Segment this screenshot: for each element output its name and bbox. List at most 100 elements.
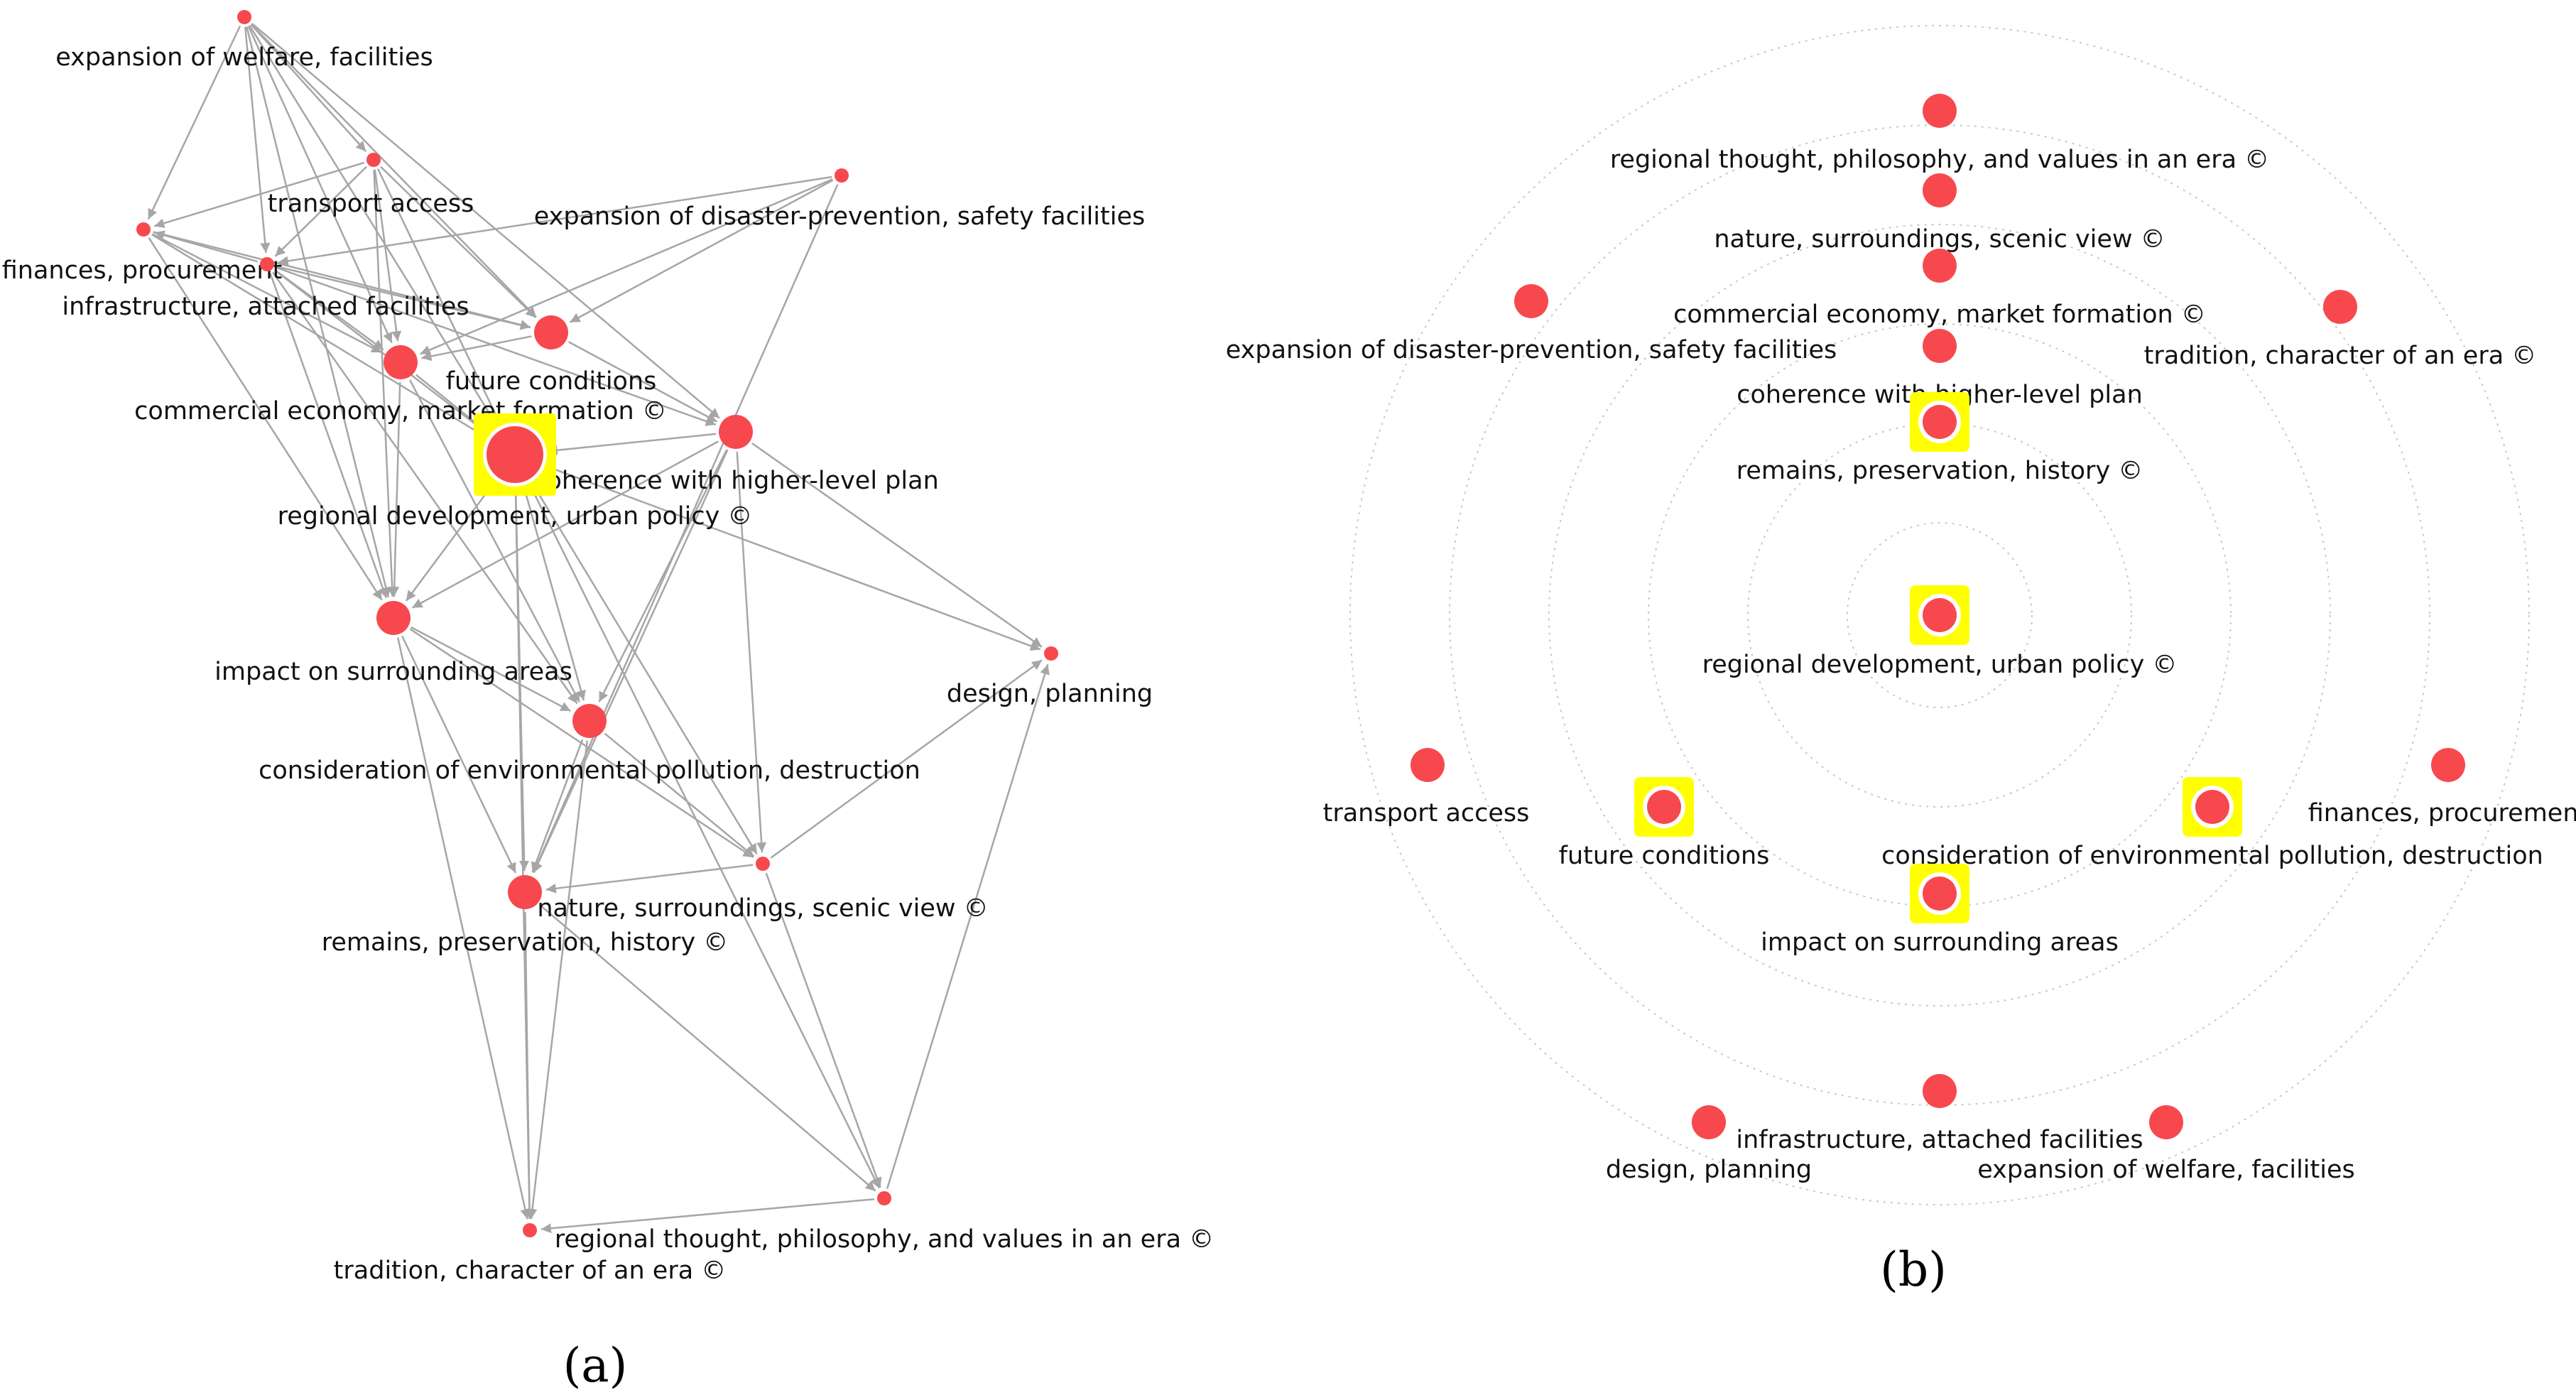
node-a-tradition[interactable]: tradition, character of an era © <box>334 1223 727 1285</box>
node-b-transport[interactable]: transport access <box>1323 748 1530 827</box>
radial-ring <box>1349 25 2530 1205</box>
node-b-welfare[interactable]: expansion of welfare, facilities <box>1977 1105 2355 1184</box>
node-b-thought[interactable]: regional thought, philosophy, and values… <box>1610 94 2269 174</box>
node-label: design, planning <box>1606 1156 1812 1184</box>
edge-coherence-to-nature <box>736 451 767 853</box>
node-circle <box>1923 329 1957 363</box>
node-circle <box>1923 249 1957 283</box>
edge-impact-to-remains <box>401 635 517 874</box>
edge-welfare-to-transport <box>250 23 367 152</box>
node-a-impact[interactable]: impact on surrounding areas <box>214 601 572 686</box>
node-label: regional development, urban policy © <box>1702 651 2178 679</box>
node-b-regional[interactable]: regional development, urban policy © <box>1702 585 2178 679</box>
panel-b-radial-layout: regional thought, philosophy, and values… <box>1226 25 2576 1297</box>
edge-thought-to-tradition <box>540 1198 875 1234</box>
node-b-commercial[interactable]: commercial economy, market formation © <box>1673 249 2206 329</box>
node-circle <box>1923 405 1957 439</box>
node-b-design[interactable]: design, planning <box>1606 1105 1812 1184</box>
node-circle <box>366 153 381 167</box>
panel-a-edges <box>147 23 1050 1234</box>
node-circle <box>384 345 418 379</box>
node-b-nature[interactable]: nature, surroundings, scenic view © <box>1714 173 2165 254</box>
node-label: remains, preservation, history © <box>322 928 729 957</box>
edge-finances-to-future <box>153 231 531 330</box>
node-b-tradition[interactable]: tradition, character of an era © <box>2144 290 2537 370</box>
node-b-infra[interactable]: infrastructure, attached facilities <box>1736 1074 2143 1154</box>
node-b-environment[interactable]: consideration of environmental pollution… <box>1881 777 2543 870</box>
radial-ring <box>1847 522 2033 708</box>
node-label: design, planning <box>947 680 1153 708</box>
node-a-welfare[interactable]: expansion of welfare, facilities <box>55 10 433 72</box>
edge-welfare-to-finances <box>147 26 241 220</box>
node-circle <box>534 315 568 349</box>
edge-future-to-commercial <box>421 335 532 362</box>
edge-disaster-to-commercial <box>420 178 833 355</box>
node-circle <box>572 704 607 738</box>
node-a-design[interactable]: design, planning <box>947 646 1153 708</box>
edge-coherence-to-regional <box>547 433 717 455</box>
node-a-future[interactable]: future conditions <box>446 315 657 396</box>
panel-a-network-graph: expansion of welfare, facilities transpor… <box>2 10 1214 1393</box>
node-a-thought[interactable]: regional thought, philosophy, and values… <box>555 1191 1214 1254</box>
node-circle <box>2323 290 2357 324</box>
node-circle <box>523 1223 537 1237</box>
panel-b-caption: (b) <box>1880 1242 1947 1297</box>
node-b-impact[interactable]: impact on surrounding areas <box>1761 864 2119 957</box>
edge-regional-to-thought <box>528 482 881 1189</box>
edge-welfare-to-infra <box>244 26 271 254</box>
node-label: consideration of environmental pollution… <box>1881 842 2543 870</box>
node-a-environment[interactable]: consideration of environmental pollution… <box>259 704 920 785</box>
node-circle <box>719 415 753 449</box>
node-b-remains[interactable]: remains, preservation, history © <box>1737 392 2143 485</box>
edge-regional-to-impact <box>405 479 497 602</box>
edge-commercial-to-environment <box>408 379 581 703</box>
node-b-finances[interactable]: finances, procurement <box>2308 748 2576 827</box>
panel-a-caption: (a) <box>563 1338 628 1393</box>
edge-regional-to-design <box>543 465 1041 651</box>
node-a-finances[interactable]: finances, procurement <box>2 222 283 285</box>
node-a-remains[interactable]: remains, preservation, history © <box>322 875 729 957</box>
node-a-regional[interactable]: regional development, urban policy © <box>278 413 753 531</box>
edge-remains-to-tradition <box>524 911 535 1220</box>
edge-welfare-to-coherence <box>251 23 720 419</box>
edge-transport-to-regional <box>376 168 502 426</box>
node-label: future conditions <box>1559 842 1770 870</box>
node-circle <box>756 857 770 871</box>
node-circle <box>237 10 251 24</box>
node-a-coherence[interactable]: coherence with higher-level plan <box>533 415 939 495</box>
edge-nature-to-thought <box>765 872 882 1188</box>
node-label: finances, procurement <box>2 256 283 285</box>
node-circle <box>1923 1074 1957 1108</box>
edge-finances-to-impact <box>148 237 383 601</box>
edge-disaster-to-infra <box>278 175 832 266</box>
node-label: regional development, urban policy © <box>278 502 753 531</box>
node-a-nature[interactable]: nature, surroundings, scenic view © <box>537 857 989 923</box>
node-circle <box>376 601 411 635</box>
edge-disaster-to-future <box>569 179 834 323</box>
node-b-disaster[interactable]: expansion of disaster-prevention, safety… <box>1226 284 1837 364</box>
node-a-infra[interactable]: infrastructure, attached facilities <box>62 257 469 321</box>
edge-transport-to-finances <box>153 161 364 229</box>
node-b-future[interactable]: future conditions <box>1559 777 1770 870</box>
node-circle <box>508 875 542 909</box>
node-circle <box>1923 877 1957 911</box>
edge-transport-to-infra <box>274 165 367 257</box>
node-label: commercial economy, market formation © <box>1673 300 2206 329</box>
edge-transport-to-future <box>380 165 537 318</box>
node-label: commercial economy, market formation © <box>134 397 667 425</box>
edge-infra-to-impact <box>269 273 388 599</box>
node-circle <box>1692 1105 1726 1139</box>
node-a-transport[interactable]: transport access <box>268 153 474 218</box>
node-a-commercial[interactable]: commercial economy, market formation © <box>134 345 667 425</box>
node-label: transport access <box>268 190 474 218</box>
edge-regional-to-nature <box>530 480 758 854</box>
panel-a-nodes: expansion of welfare, facilities transpor… <box>2 10 1214 1285</box>
node-a-disaster[interactable]: expansion of disaster-prevention, safety… <box>534 168 1146 231</box>
node-label: consideration of environmental pollution… <box>259 756 920 785</box>
node-label: expansion of welfare, facilities <box>1977 1156 2354 1184</box>
edge-impact-to-environment <box>411 626 572 712</box>
node-label: expansion of disaster-prevention, safety… <box>1226 336 1837 364</box>
edge-environment-to-remains <box>531 739 584 873</box>
edge-infra-to-environment <box>272 271 578 705</box>
